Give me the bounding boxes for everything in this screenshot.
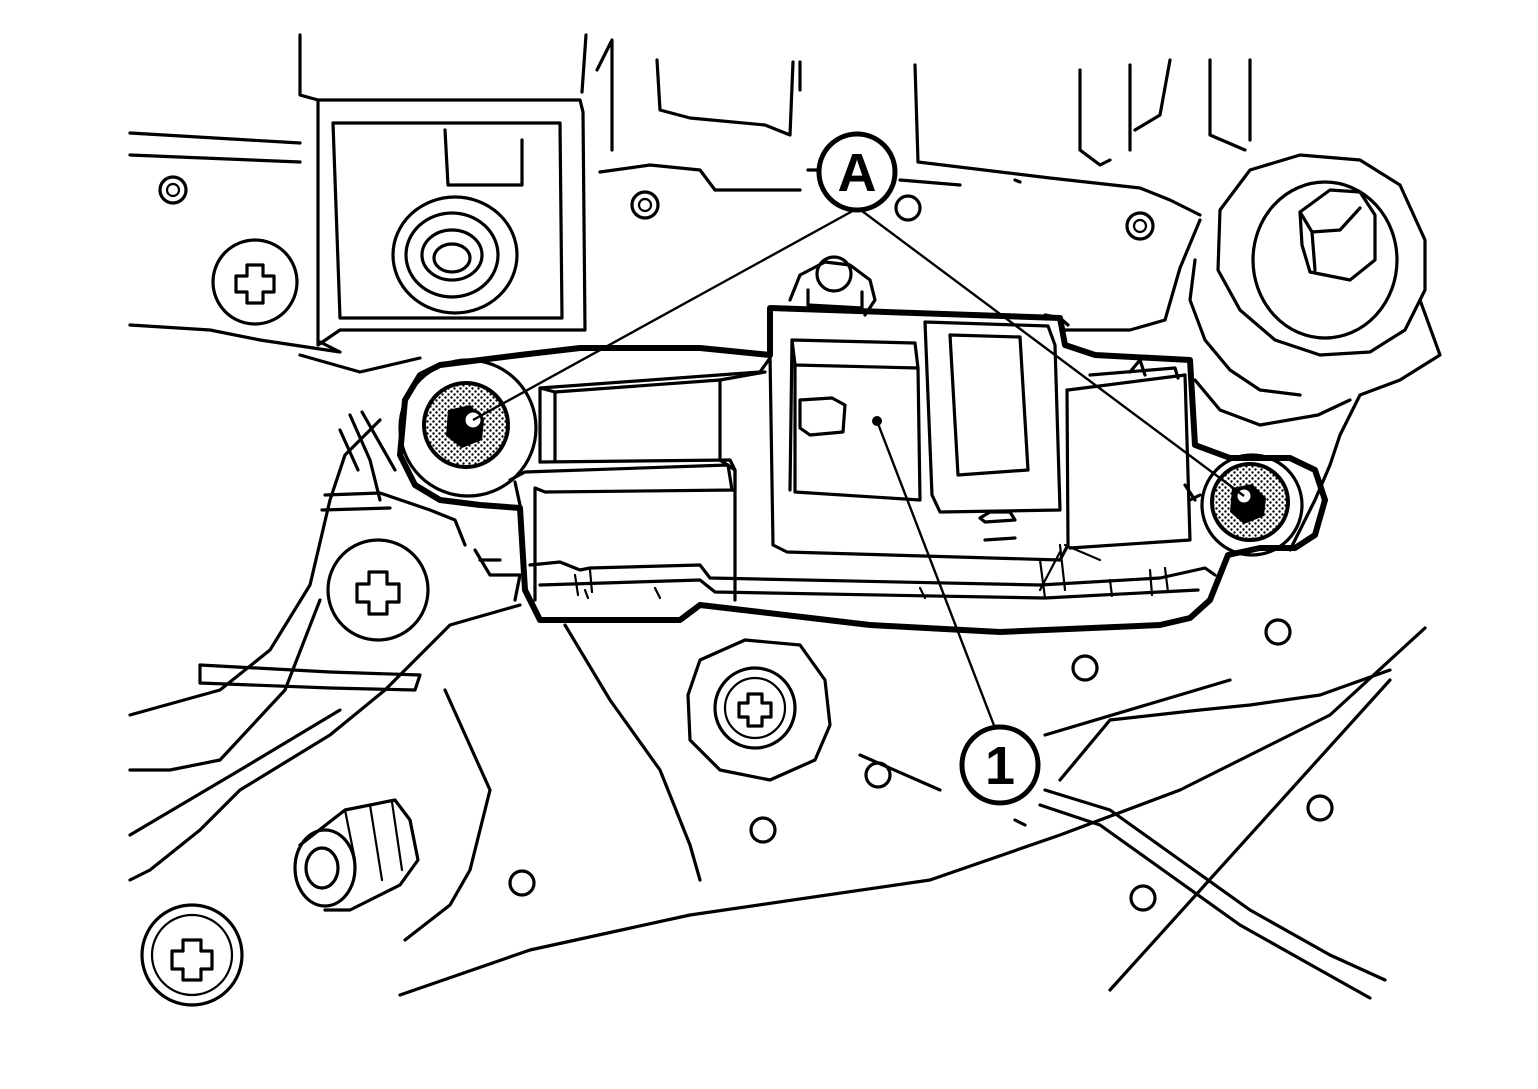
screw-bottom-left — [140, 903, 244, 1007]
leader-lines — [472, 206, 1245, 729]
stud-bottom-left — [293, 798, 420, 912]
wire-harness-left — [198, 410, 522, 692]
sensor-module — [397, 255, 1328, 635]
mounting-bolt-right — [1210, 462, 1290, 542]
screw-center-lower — [686, 638, 832, 782]
callout-1: 1 — [959, 724, 1041, 806]
callout-a: A — [816, 131, 898, 213]
mounting-bolt-left — [422, 381, 510, 469]
callout-a-label: A — [838, 143, 877, 203]
screw-middle-left — [326, 538, 430, 642]
grommet-boss — [391, 195, 519, 315]
motor-boss — [1188, 153, 1427, 397]
screw-upper-left — [211, 238, 299, 326]
callout-1-label: 1 — [985, 736, 1015, 796]
vehicle-body-panels — [128, 33, 1442, 1000]
panel-holes — [158, 175, 1334, 912]
